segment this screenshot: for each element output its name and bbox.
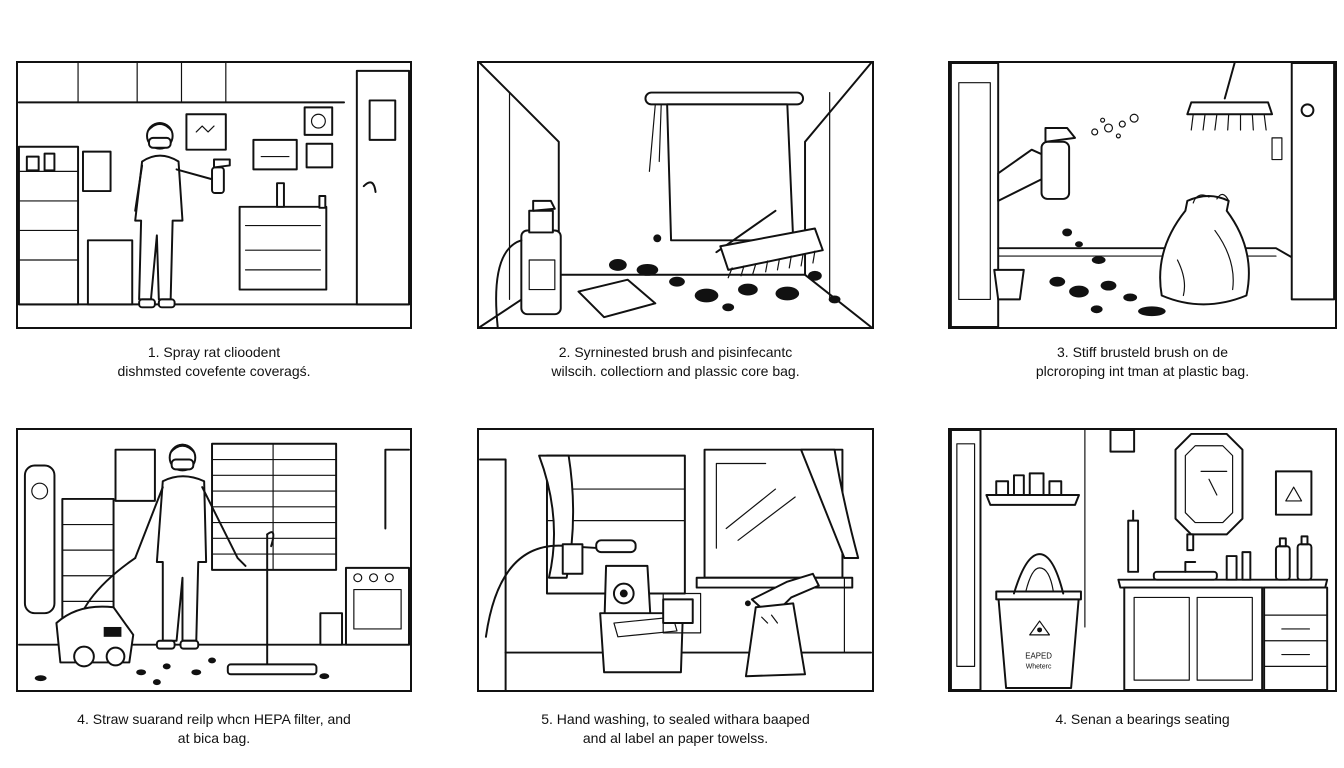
panel-1-caption-line-1: 1. Spray rat clioodent	[147, 344, 281, 360]
disposal-scene-drawing	[479, 448, 872, 690]
panel-5-caption-line-1: 5. Hand washing, to sealed withara baape…	[541, 711, 810, 727]
panel-2-caption: 2. Syrninested brush and pisinfecantc wi…	[477, 343, 874, 381]
bin-label-line-1: EAPED	[1025, 651, 1052, 660]
panel-6-caption-line-1: 4. Senan a bearings seating	[1055, 711, 1230, 727]
panel-2-caption-line-2: wilscih. collectiorn and plassic core ba…	[551, 363, 800, 379]
panel-4-caption-line-1: 4. Straw suarand reilp whcn HEPA filter,…	[77, 711, 351, 727]
panel-2-illustration	[477, 61, 874, 329]
panel-5-caption-line-2: and al label an paper towelss.	[582, 730, 769, 746]
vacuum-scene-drawing	[18, 442, 410, 686]
panel-1-illustration	[16, 61, 412, 329]
panel-4-caption-line-2: at bica bag.	[177, 730, 251, 746]
panel-4-caption: 4. Straw suarand reilp whcn HEPA filter,…	[16, 710, 412, 748]
panel-5-caption: 5. Hand washing, to sealed withara baape…	[477, 710, 874, 748]
panel-6-caption: 4. Senan a bearings seating	[948, 710, 1337, 729]
panel-3-caption-line-1: 3. Stiff brusteld brush on de	[1057, 344, 1228, 360]
panel-3-illustration	[948, 61, 1337, 329]
panel-6-illustration: EAPED Wheterc	[948, 428, 1337, 692]
panel-1-caption: 1. Spray rat clioodent dishmsted covefen…	[16, 343, 412, 381]
panel-5-illustration	[477, 428, 874, 692]
panel-1-caption-line-2: dishmsted covefente coveragś.	[117, 363, 311, 379]
panel-3-caption: 3. Stiff brusteld brush on de plcroropin…	[948, 343, 1337, 381]
bag-scene-drawing	[950, 63, 1335, 327]
panel-4-illustration	[16, 428, 412, 692]
brush-scene-drawing	[479, 63, 872, 327]
panel-3-caption-line-2: plcroroping int tman at plastic bag.	[1035, 363, 1250, 379]
bathroom-scene-drawing: EAPED Wheterc	[950, 430, 1329, 690]
spray-scene-drawing	[18, 63, 410, 309]
bin-label-line-2: Wheterc	[1026, 663, 1052, 670]
panel-2-caption-line-1: 2. Syrninested brush and pisinfecantc	[558, 344, 793, 360]
